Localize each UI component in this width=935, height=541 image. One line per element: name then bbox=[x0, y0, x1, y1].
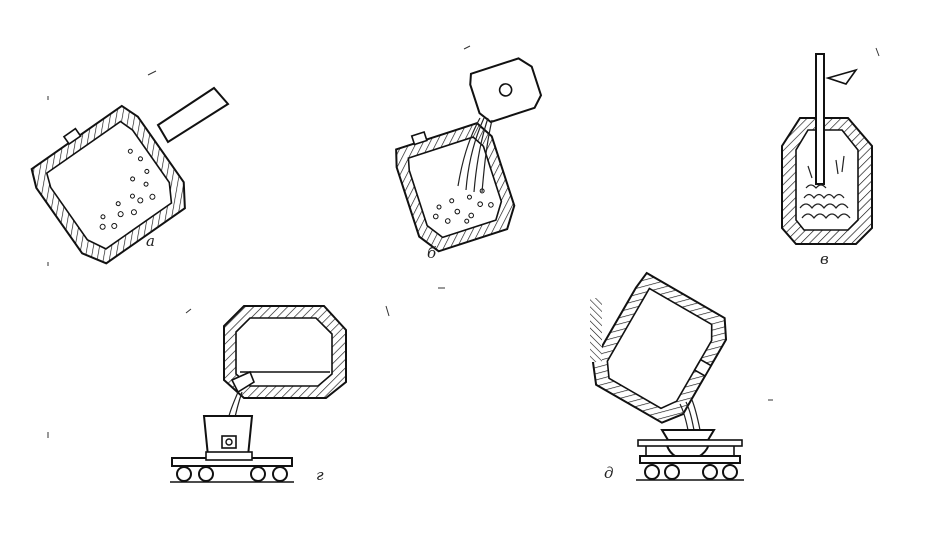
label-v: в bbox=[820, 250, 829, 268]
hot-metal-ladle bbox=[469, 57, 543, 124]
slag-stream bbox=[679, 399, 701, 431]
trunnion-support bbox=[590, 298, 602, 362]
label-b: б bbox=[427, 244, 437, 262]
converter-cavity bbox=[795, 129, 859, 231]
panel-a-charging-scrap: а bbox=[30, 86, 230, 265]
oxygen-lance bbox=[815, 53, 825, 185]
slag-bowl bbox=[660, 429, 716, 441]
label-d: д bbox=[604, 464, 614, 482]
taphole bbox=[230, 370, 255, 394]
panel-g-tapping-steel: г bbox=[170, 305, 347, 484]
label-a: а bbox=[146, 232, 155, 250]
panel-d-slag-tapping: д bbox=[590, 271, 744, 482]
ladle-car bbox=[170, 451, 294, 483]
slag-car bbox=[636, 439, 744, 481]
panel-v-oxygen-blowing: в bbox=[781, 53, 873, 268]
panel-b-pouring-hot-metal: б bbox=[395, 57, 543, 262]
scrap-chute bbox=[156, 86, 230, 144]
converter-cavity bbox=[45, 120, 173, 250]
converter-cavity bbox=[606, 287, 713, 410]
scan-specks bbox=[47, 45, 880, 438]
converter-cavity bbox=[235, 317, 333, 387]
lance-flag bbox=[825, 68, 858, 85]
label-g: г bbox=[316, 466, 324, 484]
scrap-pieces bbox=[432, 188, 494, 224]
metal-stream bbox=[457, 117, 493, 193]
boiling-bath bbox=[799, 155, 851, 219]
scrap-pieces bbox=[99, 148, 156, 230]
